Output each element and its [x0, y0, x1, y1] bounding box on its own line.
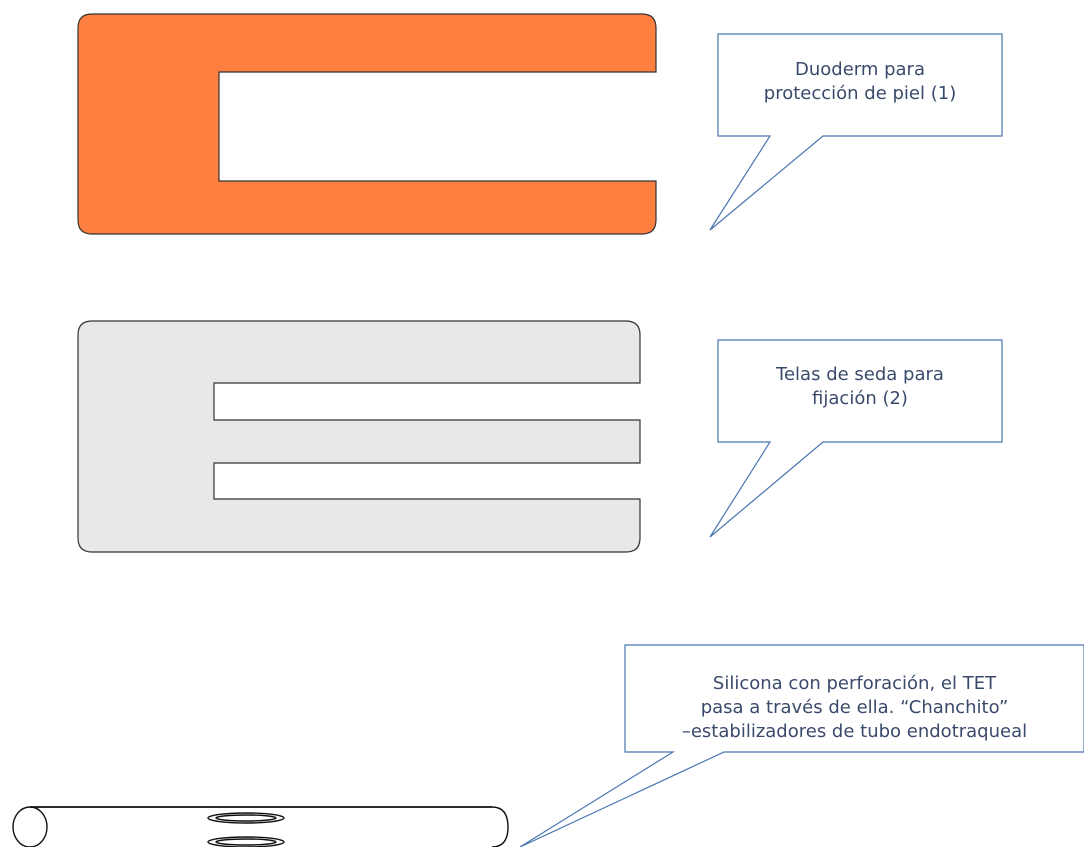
silk-tape-shape [77, 320, 641, 553]
callout-duoderm-text: Duoderm para protección de piel (1) [718, 58, 1002, 106]
tube-perforation-top-inner [215, 814, 277, 822]
tube-perforation-top [207, 812, 285, 824]
tube-body [30, 806, 509, 847]
callout-duoderm-bubble [709, 33, 1003, 231]
callout-silk-line-1: Telas de seda para [776, 364, 944, 385]
callout-silk-text: Telas de seda para fijación (2) [718, 363, 1002, 411]
callout-silk-line-2: fijación (2) [812, 388, 908, 409]
callout-silicone-text: Silicona con perforación, el TET pasa a … [625, 672, 1084, 744]
callout-duoderm-line-2: protección de piel (1) [763, 83, 957, 104]
callout-silicone-line-2: pasa a través de ella. “Chanchito” [700, 697, 1009, 718]
callout-silicone-line-1: Silicona con perforación, el TET [712, 673, 997, 694]
silicone-tube-stabilizer [12, 806, 509, 847]
callout-silk-bubble [709, 339, 1003, 538]
callout-silicone-line-3: –estabilizadores de tubo endotraqueal [681, 721, 1028, 742]
duoderm-shape [77, 13, 657, 235]
tube-perforation-bottom-inner [215, 838, 277, 846]
callout-duoderm-line-1: Duoderm para [794, 59, 925, 80]
callout-silicone-bubble [519, 644, 1084, 847]
tube-end-opening [12, 806, 48, 847]
tube-perforation-bottom [207, 836, 285, 847]
